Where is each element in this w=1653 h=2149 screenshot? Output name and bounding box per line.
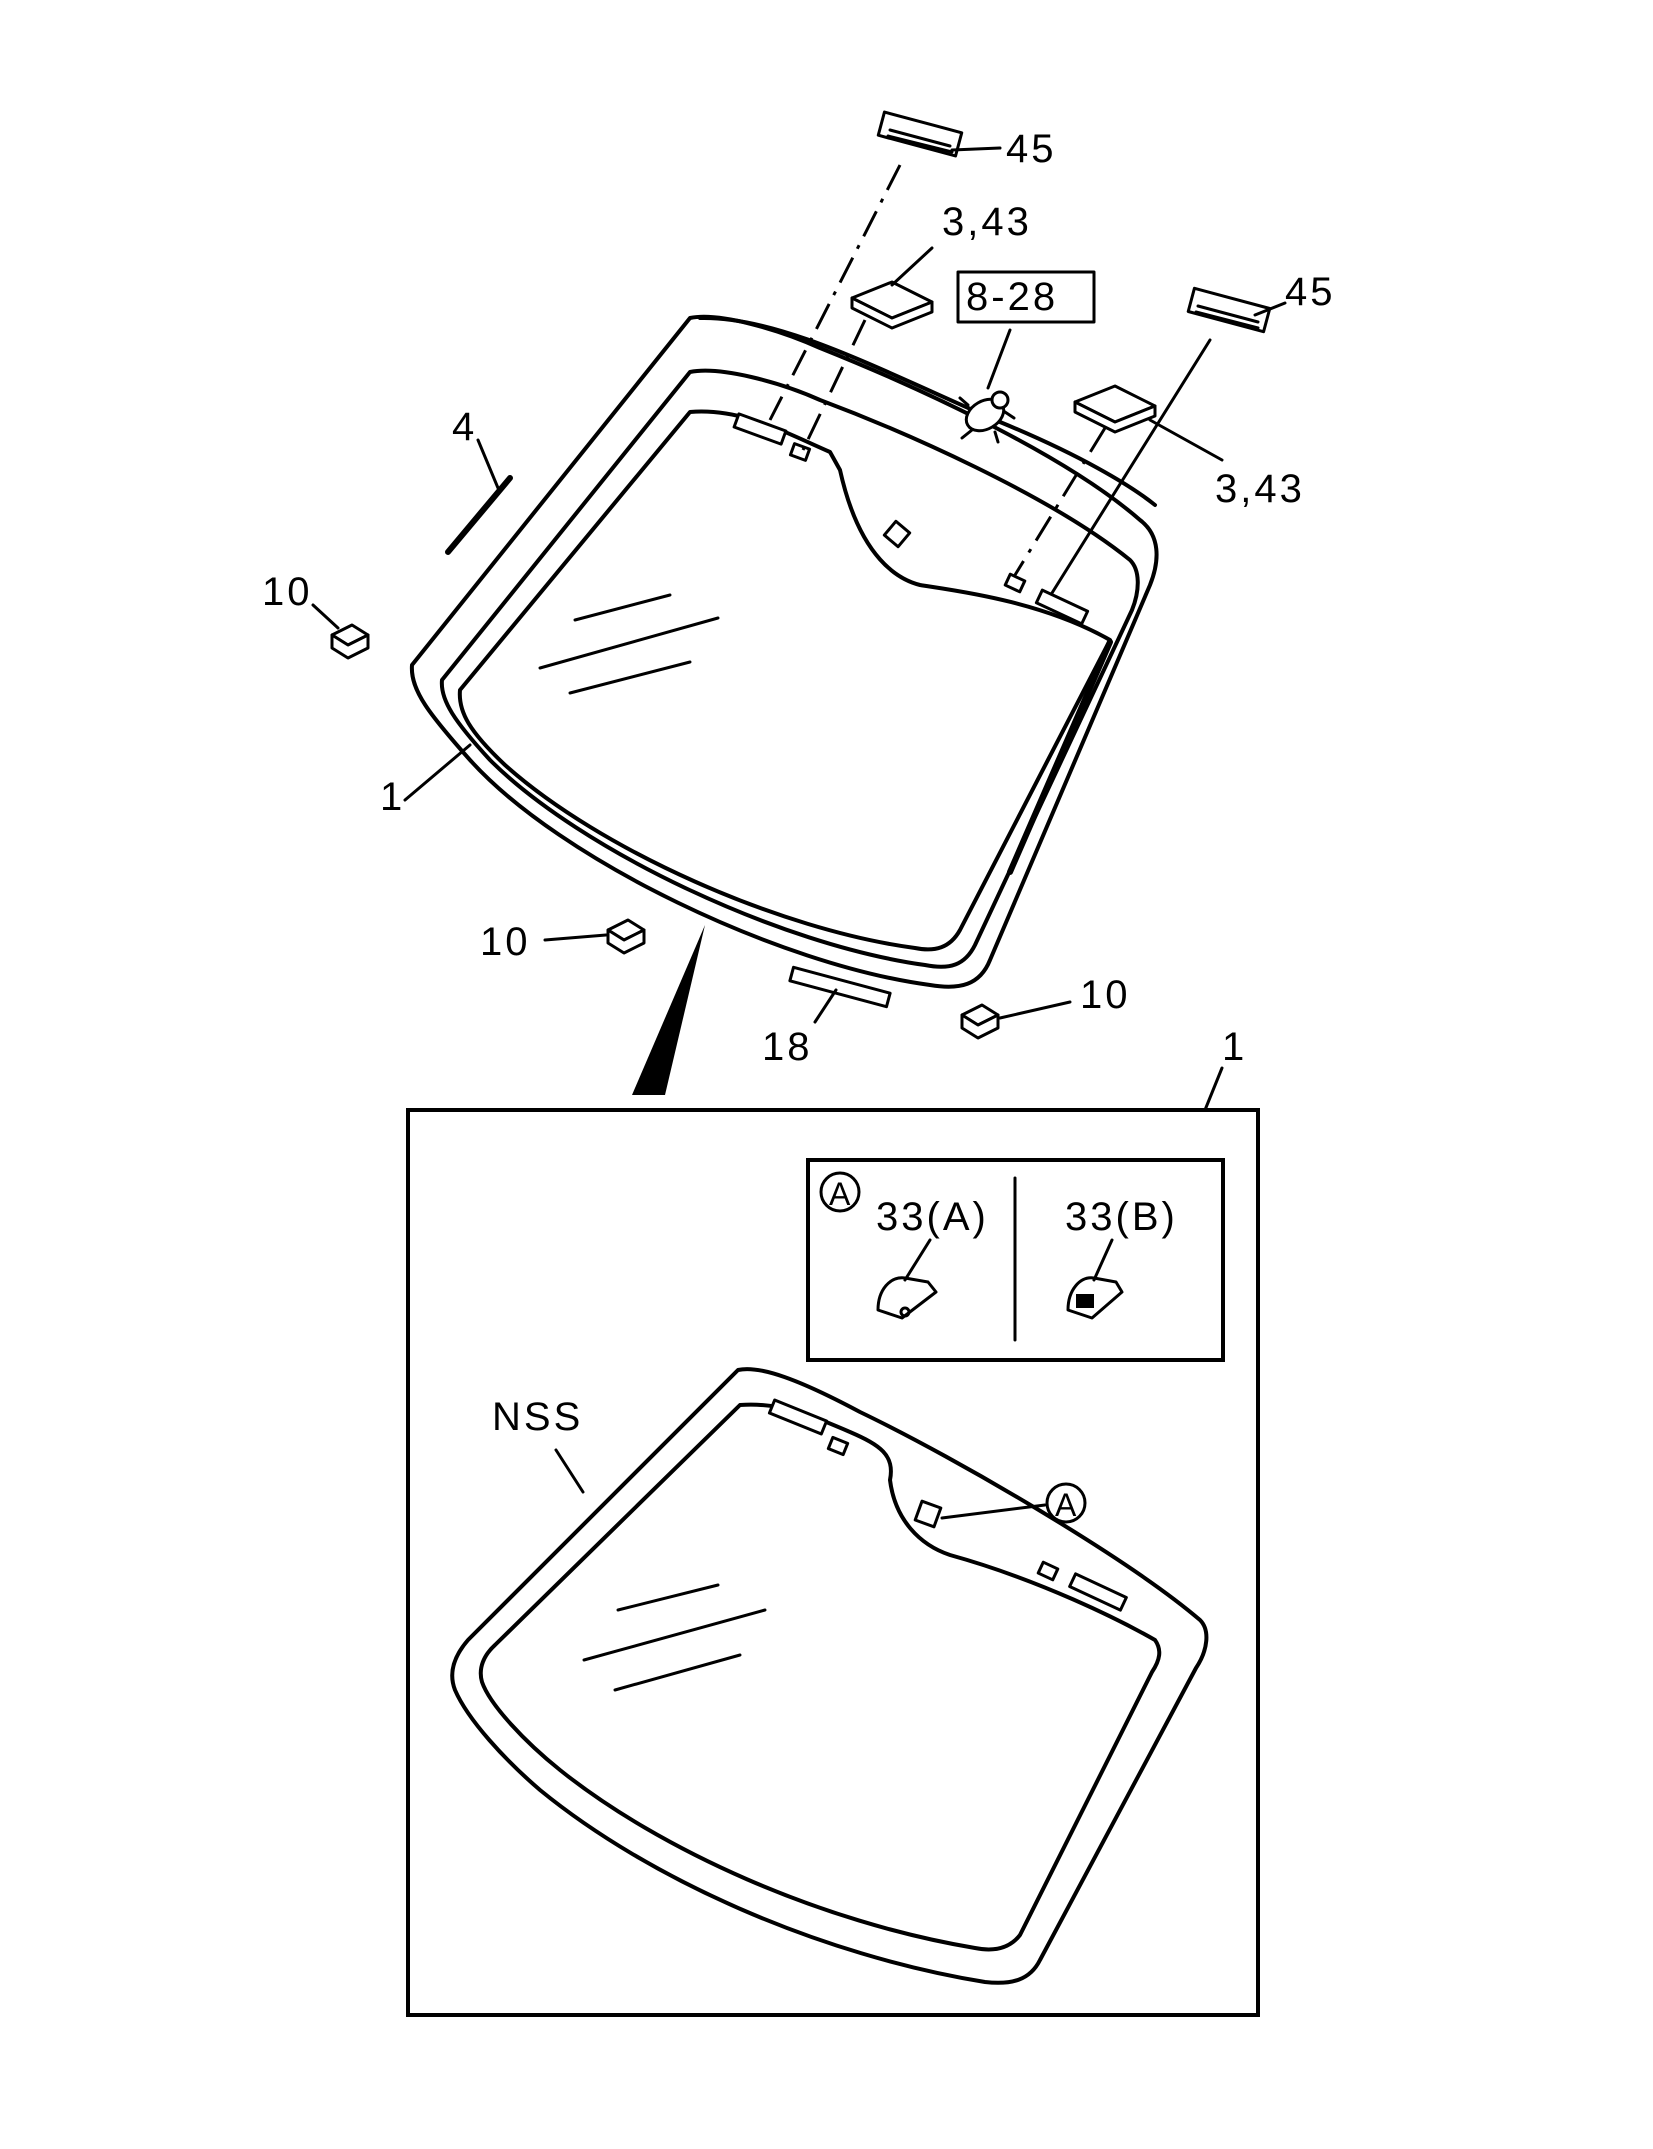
tag-part-45-right xyxy=(1186,286,1272,334)
callout-10-bottom-right: 10 xyxy=(1080,973,1131,1017)
callout-10-bottom-left: 10 xyxy=(480,920,531,964)
windshield-glass-outline xyxy=(409,314,1159,989)
glass-reflection-line xyxy=(568,660,692,695)
detail-top-pad-left-small xyxy=(826,1435,850,1457)
callout-3-43-top: 3,43 xyxy=(942,200,1032,244)
cowl-strip-part-18 xyxy=(788,965,892,1009)
detail-view-frame xyxy=(406,1108,1260,2017)
callout-4: 4 xyxy=(452,405,477,449)
callout-45-right: 45 xyxy=(1285,270,1336,314)
sensor-variant-b xyxy=(1066,1238,1124,1320)
detail-top-pad-right xyxy=(1068,1572,1128,1612)
callout-1-top: 1 xyxy=(380,775,405,819)
glass-reflection-line xyxy=(538,616,720,670)
variant-b-label: 33(B) xyxy=(1065,1195,1178,1239)
callout-nss: NSS xyxy=(492,1395,583,1439)
pad-part-3-43-top xyxy=(850,280,934,330)
callout-1-detail: 1 xyxy=(1222,1025,1247,1069)
top-pad-left xyxy=(732,412,788,446)
sensor-variant-a xyxy=(876,1238,938,1320)
detail-windshield-outline xyxy=(450,1367,1209,1985)
detail-sensor-square xyxy=(913,1499,943,1529)
sensor-mount-square xyxy=(882,519,912,549)
top-pad-left-small xyxy=(788,442,812,462)
top-pad-right xyxy=(1034,588,1090,626)
callout-18: 18 xyxy=(762,1025,813,1069)
variant-a-label: 33(A) xyxy=(876,1195,989,1239)
detail-marker-circle xyxy=(819,1171,861,1213)
reference-box-8-28 xyxy=(956,270,1096,324)
variant-inset-box xyxy=(806,1158,1225,1362)
callout-3-43-right: 3,43 xyxy=(1215,467,1305,511)
detail-top-pad-right-small xyxy=(1036,1560,1060,1582)
detail-pointer-wedge xyxy=(632,925,705,1095)
clip-part-10-bottom-left xyxy=(606,918,646,955)
detail-pointer-marker-circle xyxy=(1045,1482,1087,1524)
detail-marker-label: A xyxy=(829,1176,851,1212)
side-molding-right xyxy=(1007,639,1113,875)
top-pad-right-small xyxy=(1003,572,1027,594)
windshield-frame-inner-ring xyxy=(439,368,1140,969)
reference-box-label: 8-28 xyxy=(966,275,1058,319)
side-molding-part-4 xyxy=(445,475,513,555)
callout-10-left: 10 xyxy=(262,570,313,614)
tag-part-45-top xyxy=(876,110,964,158)
callout-45-top: 45 xyxy=(1006,127,1057,171)
clip-part-10-left xyxy=(330,623,370,660)
detail-pointer-marker-label: A xyxy=(1055,1487,1077,1523)
rear-view-mirror-bracket xyxy=(958,390,1016,444)
pad-part-3-43-right xyxy=(1073,384,1157,434)
clip-part-10-bottom-right xyxy=(960,1003,1000,1040)
detail-windshield-inner-glass xyxy=(478,1402,1162,1952)
glass-reflection-line xyxy=(573,593,672,622)
detail-top-pad-left xyxy=(767,1398,829,1436)
